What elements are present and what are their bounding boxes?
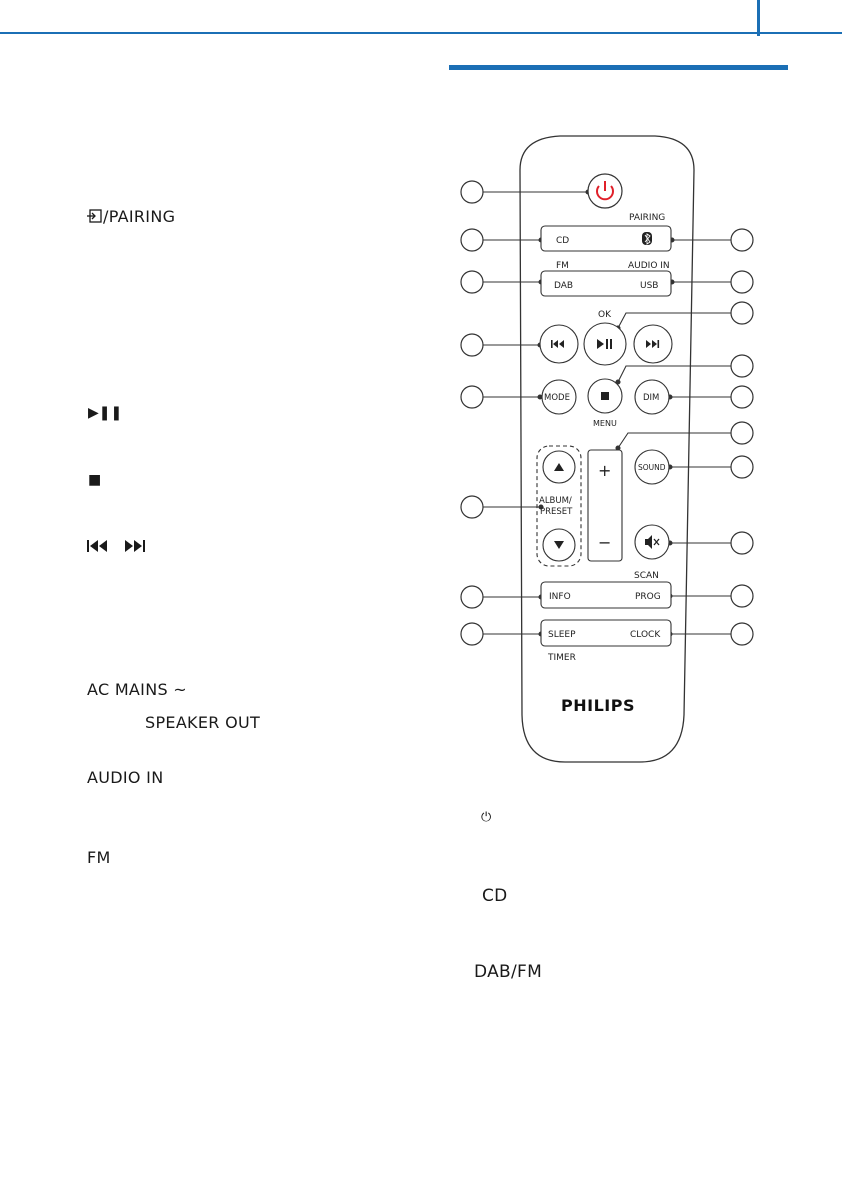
sound-label: SOUND (638, 463, 666, 472)
power-button-icon (596, 181, 614, 201)
mode-label: MODE (544, 393, 570, 403)
callout-circle (460, 585, 484, 609)
usb-label: USB (640, 281, 658, 291)
mute-icon (645, 535, 660, 549)
cd-button-label: CD (556, 236, 569, 246)
callout-circle (460, 385, 484, 409)
callout-circle (730, 584, 754, 608)
fm-label: FM (87, 848, 111, 867)
sleep-clock-bar[interactable] (540, 619, 672, 647)
remote-svg: PAIRING CD FM AUDIO IN DAB USB OK MODE M… (460, 135, 754, 763)
page-top-decoration (0, 0, 842, 36)
cd-pairing-bar[interactable] (540, 225, 672, 252)
audio-in-label: AUDIO IN (87, 768, 164, 787)
previous-icon (551, 340, 564, 348)
play-pause-icon (597, 339, 612, 349)
power-icon: ⏻ (481, 810, 492, 825)
callout-circle (730, 354, 754, 378)
pairing-label: /PAIRING (103, 207, 176, 226)
cd-label: CD (482, 886, 508, 906)
volume-rocker[interactable] (587, 449, 623, 562)
callout-circle (730, 421, 754, 445)
stop-icon: ■ (88, 472, 102, 488)
info-prog-bar[interactable] (540, 581, 672, 609)
dab-label: DAB (554, 281, 573, 291)
scan-text: SCAN (634, 571, 659, 581)
callout-circle (730, 301, 754, 325)
play-pause-button[interactable] (583, 322, 627, 366)
callout-circle (460, 228, 484, 252)
audio-in-text: AUDIO IN (628, 261, 670, 271)
stop-icon (601, 392, 609, 400)
callout-circle (730, 228, 754, 252)
info-label: INFO (549, 592, 571, 602)
callout-circle (730, 455, 754, 479)
top-vertical-rule (757, 0, 760, 36)
callout-circle (460, 333, 484, 357)
callout-circle (460, 622, 484, 646)
clock-label: CLOCK (630, 630, 661, 640)
callout-circle (730, 622, 754, 646)
album-label: ALBUM/ (539, 496, 572, 506)
volume-minus: − (598, 533, 611, 552)
play-pause-icon: ▶❚❚ (88, 405, 123, 421)
pairing-text: PAIRING (629, 213, 665, 223)
sleep-label: SLEEP (548, 630, 576, 640)
dabfm-label: DAB/FM (474, 962, 543, 982)
ok-text: OK (598, 310, 612, 320)
callout-circle (730, 531, 754, 555)
dim-label: DIM (643, 393, 659, 403)
volume-plus: + (598, 461, 611, 480)
next-icon (646, 340, 660, 348)
top-horizontal-rule (0, 32, 842, 34)
timer-text: TIMER (547, 653, 576, 663)
mode-button[interactable] (541, 379, 577, 415)
down-arrow-icon (554, 541, 564, 549)
bluetooth-icon (642, 232, 652, 245)
up-arrow-icon (554, 463, 564, 471)
fm-text: FM (556, 261, 569, 271)
input-source-icon (87, 209, 102, 223)
callout-circle (730, 270, 754, 294)
callout-circle (460, 495, 484, 519)
callout-circle (460, 270, 484, 294)
dim-button[interactable] (634, 379, 670, 415)
preset-label: PRESET (540, 507, 573, 517)
prev-next-icon (87, 540, 145, 552)
album-preset-group (536, 445, 582, 567)
speaker-out-label: SPEAKER OUT (145, 713, 261, 732)
remote-control-diagram: PAIRING CD FM AUDIO IN DAB USB OK MODE M… (440, 130, 820, 770)
brand-logo: PHILIPS (561, 696, 635, 715)
callout-circle (730, 385, 754, 409)
sound-button[interactable] (634, 449, 670, 485)
menu-text: MENU (593, 419, 617, 428)
prog-label: PROG (635, 592, 661, 602)
section-rule (449, 65, 788, 70)
ac-mains-label: AC MAINS ~ (87, 680, 188, 699)
callout-circle (460, 180, 484, 204)
dab-usb-bar[interactable] (540, 270, 672, 297)
